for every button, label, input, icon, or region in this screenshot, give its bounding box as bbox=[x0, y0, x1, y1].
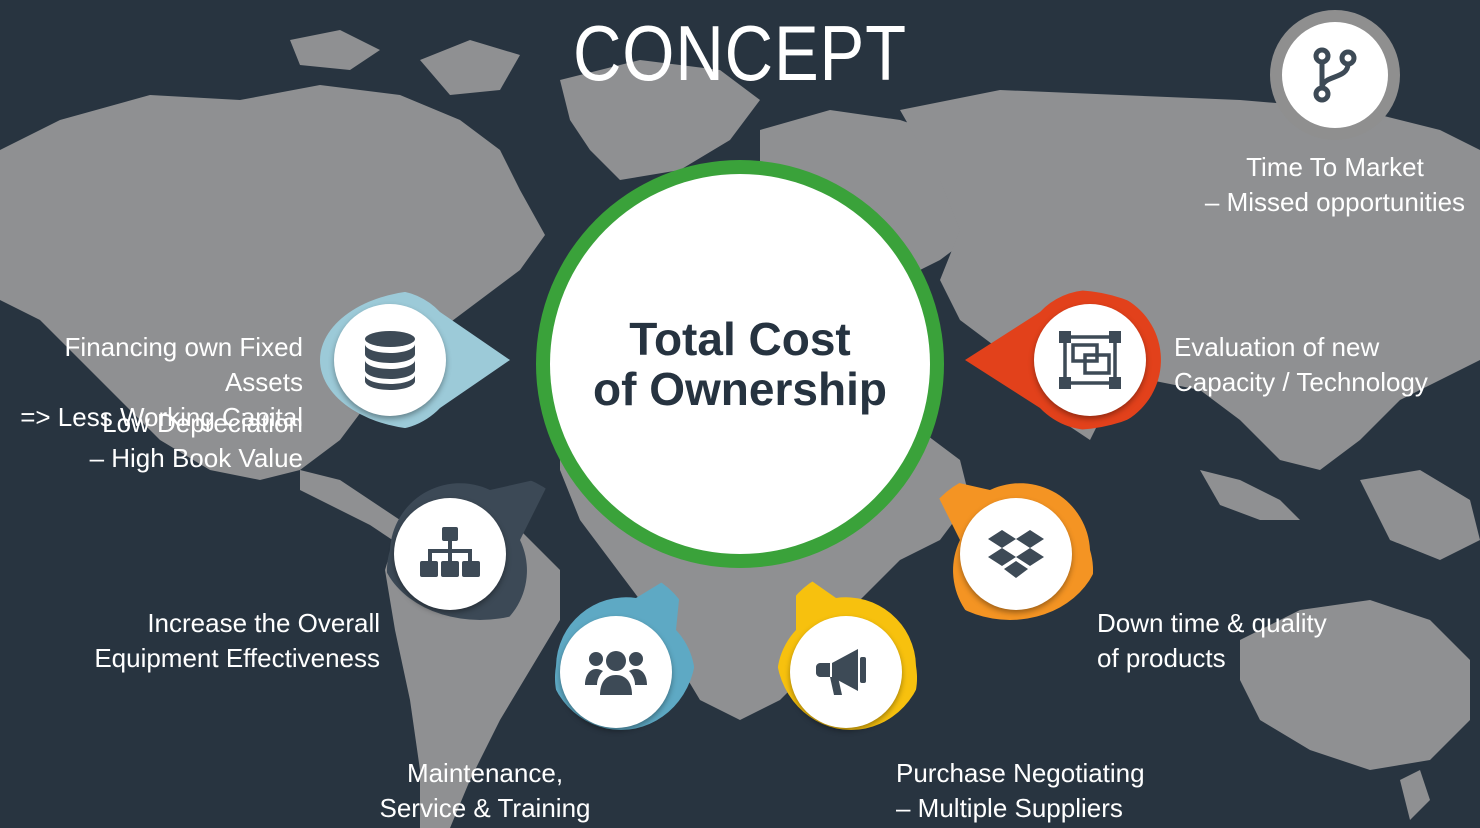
maintenance-pin bbox=[546, 570, 696, 730]
downtime-label: Down time & quality of products bbox=[1097, 608, 1327, 673]
object-group-icon bbox=[1059, 331, 1121, 389]
bullhorn-icon bbox=[816, 649, 866, 695]
dropbox-icon bbox=[988, 530, 1044, 578]
oee-label: Increase the Overall Equipment Effective… bbox=[94, 608, 380, 673]
users-icon bbox=[585, 651, 647, 695]
time-to-market-label: Time To Market – Missed opportunities bbox=[1204, 152, 1466, 217]
evaluation-label: Evaluation of new Capacity / Technology bbox=[1174, 332, 1428, 397]
time-to-market-badge bbox=[1270, 10, 1400, 140]
database-icon bbox=[365, 331, 415, 390]
page-title: CONCEPT bbox=[572, 9, 907, 97]
financing-label: Financing own Fixed Assets => Less Worki… bbox=[20, 332, 303, 432]
evaluation-pin bbox=[960, 290, 1180, 430]
downtime-pin bbox=[928, 476, 1120, 620]
depreciation-label: Low Depreciation – High Book Value bbox=[89, 408, 303, 473]
sitemap-icon bbox=[420, 527, 480, 577]
purchase-label: Purchase Negotiating – Multiple Supplier… bbox=[896, 758, 1145, 823]
oee-pin bbox=[380, 476, 552, 620]
purchase-pin bbox=[776, 570, 926, 730]
center-title: Total Cost of Ownership bbox=[593, 313, 887, 415]
git-branch-icon bbox=[1313, 47, 1357, 103]
center-circle: Total Cost of Ownership bbox=[536, 160, 944, 568]
financing-pin bbox=[320, 290, 510, 430]
maintenance-label: Maintenance, Service & Training bbox=[379, 758, 591, 823]
